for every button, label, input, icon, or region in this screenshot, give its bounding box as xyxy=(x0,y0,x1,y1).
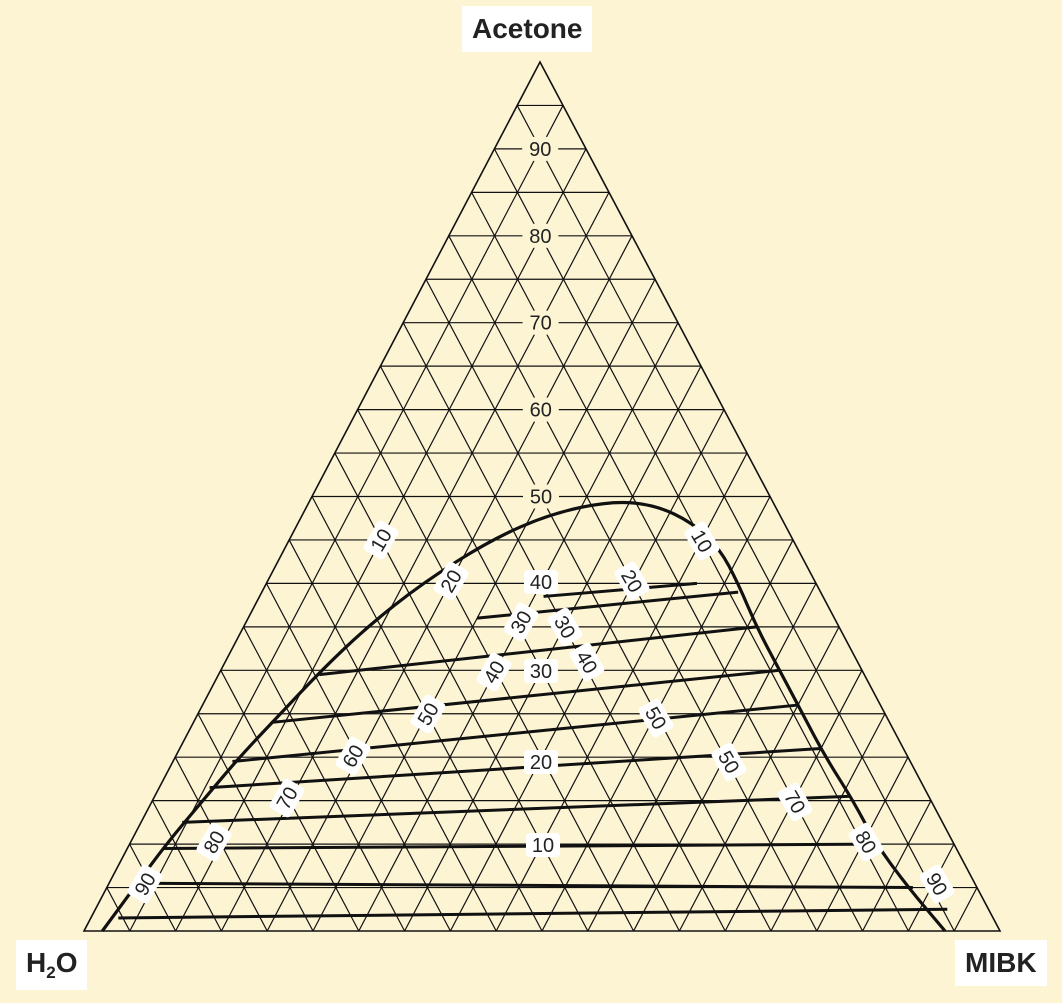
curve-label: 30 xyxy=(547,607,583,647)
curve-label: 20 xyxy=(433,561,469,601)
tick-background xyxy=(522,310,559,335)
tick-background xyxy=(523,484,559,509)
water-text-subscript: 2 xyxy=(46,963,56,982)
grid-line xyxy=(129,105,564,932)
curve-label-background xyxy=(363,520,399,560)
curve-label: 10 xyxy=(526,833,560,857)
curve-label-background xyxy=(433,561,469,601)
tie-line xyxy=(271,668,780,724)
tick-background xyxy=(522,223,559,248)
curve-label-background xyxy=(196,822,232,862)
curve-label-background xyxy=(638,698,674,738)
tie-line xyxy=(182,794,851,824)
grid-line xyxy=(953,887,978,932)
tick-background xyxy=(522,136,559,161)
curve-label-background xyxy=(524,659,558,683)
curve-label-background xyxy=(569,642,605,682)
tie-line xyxy=(543,581,698,598)
curve-label: 50 xyxy=(711,742,747,782)
acetone-tick: 60 xyxy=(522,397,559,422)
acetone-text: Acetone xyxy=(472,13,583,44)
curve-label-text: 20 xyxy=(530,752,552,774)
tie-line xyxy=(118,907,948,920)
tick-label: 60 xyxy=(530,400,552,422)
grid-line xyxy=(151,800,222,932)
curve-label: 50 xyxy=(638,698,674,738)
curve-label-background xyxy=(269,778,305,818)
curve-label: 40 xyxy=(524,570,558,594)
vertex-label-mibk: MIBK xyxy=(955,940,1047,986)
curve-label: 80 xyxy=(848,822,884,862)
curve-label: 50 xyxy=(410,694,446,734)
curve-label: 90 xyxy=(919,864,955,904)
curve-label-background xyxy=(503,602,539,642)
vertex-label-acetone: Acetone xyxy=(462,6,593,52)
curve-label-background xyxy=(335,736,371,776)
acetone-tick: 80 xyxy=(522,223,559,248)
curve-label: 10 xyxy=(684,521,720,561)
grid-line xyxy=(678,626,840,932)
curve-label-background xyxy=(711,742,747,782)
triangle-outline xyxy=(82,60,1002,932)
curve-label: 20 xyxy=(614,561,650,601)
grid-line xyxy=(220,192,610,932)
curve-label-background xyxy=(919,864,955,904)
tick-label: 50 xyxy=(530,487,552,509)
curve-label: 20 xyxy=(524,750,558,774)
water-text-o: O xyxy=(55,947,78,978)
solubility-curve xyxy=(101,500,947,933)
grid-line xyxy=(288,539,497,932)
curve-label-background xyxy=(476,652,512,692)
tie-line xyxy=(163,842,877,850)
curve-label-background xyxy=(524,750,558,774)
tick-label: 90 xyxy=(529,139,551,161)
curve-label-background xyxy=(777,782,813,822)
curve-label-background xyxy=(684,521,720,561)
grid-line xyxy=(379,365,680,932)
curve-label-background xyxy=(547,607,583,647)
acetone-tick: 90 xyxy=(522,136,559,161)
curve-label: 30 xyxy=(524,659,558,683)
curve-label-background xyxy=(614,561,650,601)
curve-label: 70 xyxy=(777,782,813,822)
grid-line xyxy=(587,539,794,932)
grid-line xyxy=(197,713,314,932)
grid-line xyxy=(334,452,589,932)
curve-label-background xyxy=(848,822,884,862)
grid-line xyxy=(770,713,886,932)
curve-label-text: 30 xyxy=(530,661,552,683)
grid-line xyxy=(516,105,955,932)
curve-label-background xyxy=(127,864,163,904)
curve-label: 10 xyxy=(363,520,399,560)
curve-label-background xyxy=(524,570,558,594)
acetone-tick: 70 xyxy=(522,310,559,335)
grid-line xyxy=(495,452,748,932)
curve-label-background xyxy=(526,833,560,857)
tick-background xyxy=(522,397,559,422)
acetone-tick: 50 xyxy=(523,484,559,509)
vertex-label-water: H2O xyxy=(16,940,88,990)
tick-label: 80 xyxy=(529,226,551,248)
grid-line xyxy=(312,278,656,932)
tie-line xyxy=(232,703,799,764)
tie-line xyxy=(319,625,757,677)
solubility-curve-layer xyxy=(101,500,947,933)
tie-line xyxy=(136,881,913,890)
mibk-text: MIBK xyxy=(965,947,1037,978)
tick-label: 70 xyxy=(529,313,551,335)
water-text-h: H xyxy=(26,947,47,978)
acetone-scale-ticks: 90 80 70 60 50 xyxy=(522,136,559,509)
curve-label-background xyxy=(410,694,446,734)
tie-lines-layer xyxy=(118,581,948,920)
curve-label-text: 40 xyxy=(530,572,552,594)
curve-label-text: 10 xyxy=(532,835,554,857)
